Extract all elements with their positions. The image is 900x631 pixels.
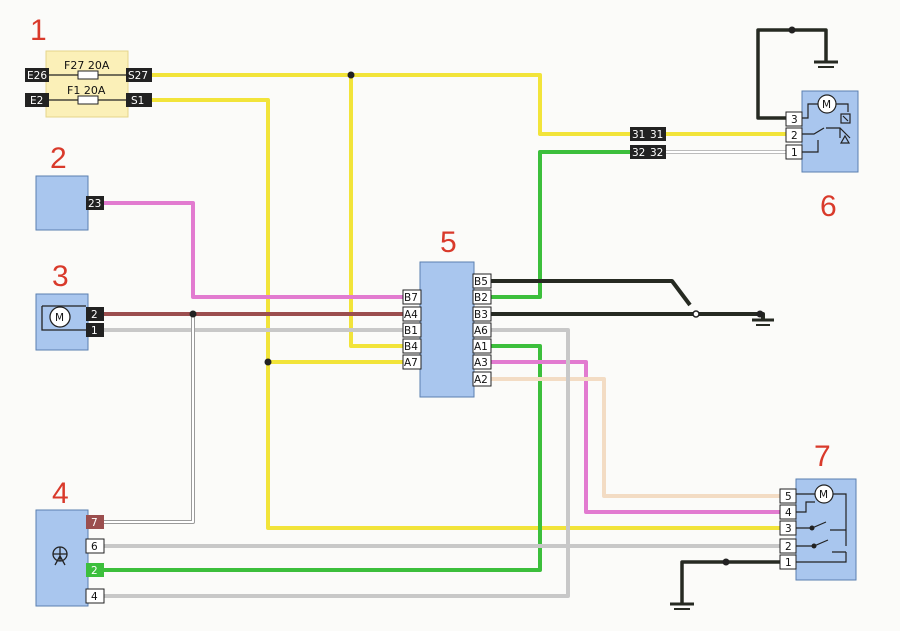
pin-a7-label: A7 [404, 357, 418, 369]
pin-6-3-label: 3 [791, 114, 798, 126]
pin-a1-label: A1 [474, 341, 488, 353]
component-number-2: 2 [50, 142, 67, 175]
fuse-f1 [77, 95, 99, 105]
pin-a3-label: A3 [474, 357, 488, 369]
pin-7-5-label: 5 [785, 491, 792, 503]
connector-32a-label: 32 [632, 147, 645, 159]
wire-black-b5 [490, 279, 692, 307]
pin-b1-label: B1 [404, 325, 418, 337]
terminal-e2-label: E2 [30, 95, 43, 107]
junction-dot [722, 558, 730, 566]
pin-7-1-label: 1 [785, 557, 792, 569]
terminal-e26-label: E26 [27, 70, 47, 82]
pin-4-4-label: 4 [91, 591, 98, 603]
fuse-f27-label: F27 20A [64, 59, 110, 72]
component-number-5: 5 [440, 226, 457, 259]
wire-green-a1 [104, 344, 542, 572]
component-4-block: 7 6 2 4 [35, 509, 105, 607]
motor-label-7: M [819, 489, 828, 501]
wire-peach-a2 [490, 377, 780, 498]
wire-pink-b7 [104, 201, 404, 299]
pin-7-4-label: 4 [785, 507, 792, 519]
junction-dot [347, 71, 355, 79]
pin-4-6-label: 6 [91, 541, 98, 553]
junction-dot [264, 358, 272, 366]
pin-7-2-label: 2 [785, 541, 792, 553]
pin-b3-label: B3 [474, 309, 488, 321]
motor-label: M [55, 312, 64, 324]
wire-black-6-ground [756, 28, 828, 120]
pin-b4-label: B4 [404, 341, 418, 353]
wiper-switch-icon [52, 546, 68, 566]
component-number-4: 4 [52, 477, 69, 510]
pin-4-2-label: 2 [91, 565, 98, 577]
component-number-7: 7 [814, 440, 831, 473]
pin-b7-label: B7 [404, 292, 418, 304]
terminal-s27-label: S27 [128, 70, 148, 82]
terminal-s1-label: S1 [131, 95, 144, 107]
switch-contact [692, 310, 700, 318]
component-3-block: M 2 1 [35, 293, 104, 351]
fuse-f1-label: F1 20A [67, 84, 106, 97]
wire-pink-a3 [490, 360, 780, 514]
connector-31b-label: 31 [650, 129, 663, 141]
component-6-block: M 3 2 1 [785, 90, 859, 173]
wire-black-b3 [490, 312, 765, 320]
pin-a4-label: A4 [404, 309, 418, 321]
connector-32b-label: 32 [650, 147, 663, 159]
pin-6-1-label: 1 [791, 147, 798, 159]
pin-6-2-label: 2 [791, 130, 798, 142]
junction-dot [756, 310, 764, 318]
wire-green-b2 [490, 150, 630, 299]
wire-white-4-7 [104, 314, 195, 524]
pin-23-label: 23 [88, 198, 101, 210]
wire-yellow-s27 [150, 73, 630, 136]
component-number-3: 3 [52, 260, 69, 293]
pin-a2-label: A2 [474, 374, 488, 386]
pin-3-1-label: 1 [91, 325, 98, 337]
fuse-f27 [77, 70, 99, 80]
motor-icon [49, 306, 71, 328]
pin-b2-label: B2 [474, 292, 488, 304]
pin-7-3-label: 3 [785, 523, 792, 535]
component-number-6: 6 [820, 190, 837, 223]
pin-3-2-label: 2 [91, 309, 98, 321]
component-7-block: M 5 4 3 2 1 [779, 478, 857, 581]
connector-31a-label: 31 [632, 129, 645, 141]
motor-label-6: M [822, 99, 831, 111]
connector-31-32: 31 31 32 32 [630, 127, 666, 159]
wire-grey-a6 [104, 328, 570, 598]
junction-dot [189, 310, 197, 318]
fuse-block: F27 20A F1 20A E26 S27 E2 S1 [25, 50, 152, 118]
component-2-block: 23 [35, 175, 104, 231]
junction-dot [788, 26, 796, 34]
wire-yellow-b4 [349, 75, 404, 348]
component-5-block: B7 A4 B1 B4 A7 B5 B2 B3 A6 A1 A3 A2 [402, 261, 492, 398]
pin-b5-label: B5 [474, 276, 488, 288]
wire-black-7-ground [680, 560, 780, 604]
component-number-1: 1 [30, 14, 47, 47]
junctions [189, 26, 796, 566]
pin-4-7-label: 7 [91, 517, 98, 529]
pin-a6-label: A6 [474, 325, 488, 337]
